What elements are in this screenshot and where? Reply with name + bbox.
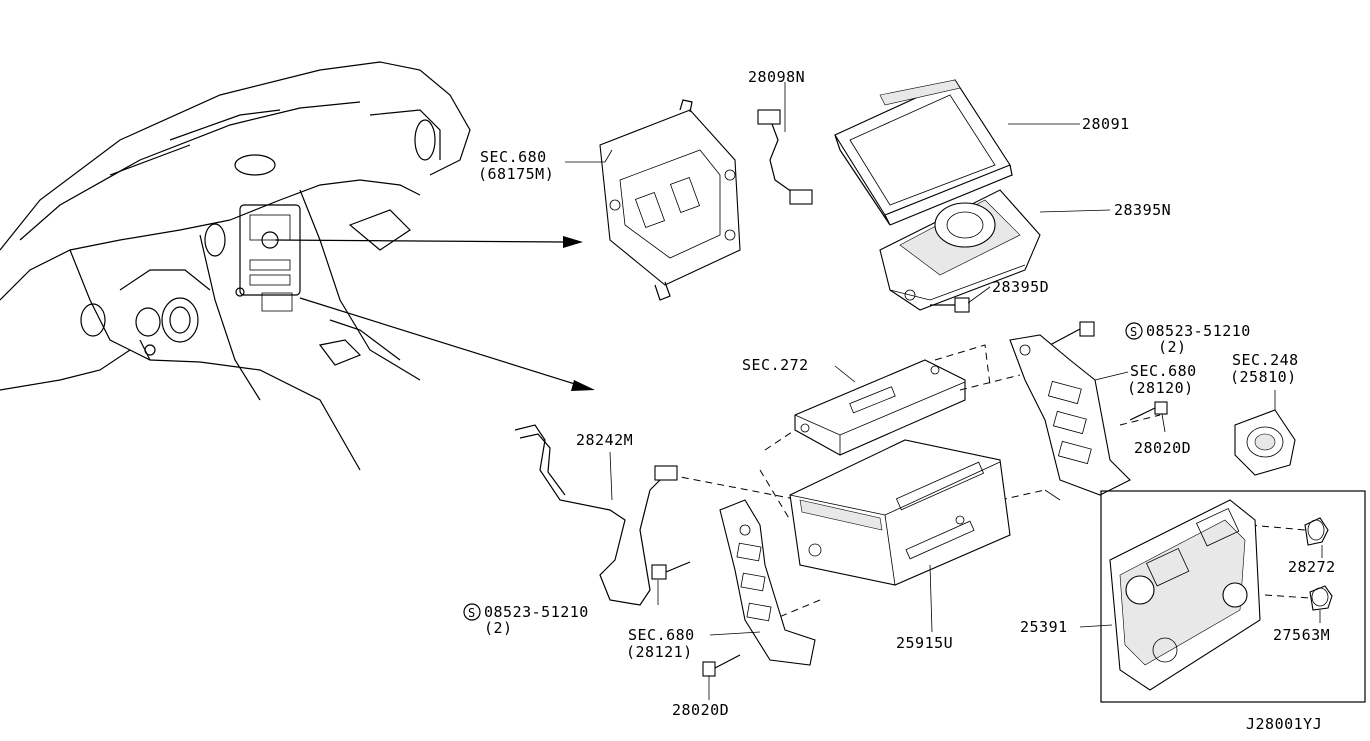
s-mark-top: S: [1125, 322, 1143, 340]
label-28395n: 28395N: [1114, 201, 1171, 219]
dashboard-illustration: [0, 61, 471, 471]
harness-28098n: [757, 82, 813, 205]
label-28020d-upper: 28020D: [1134, 439, 1191, 457]
callout-arrows: [274, 236, 595, 391]
screw-08523-top: [1049, 321, 1095, 346]
label-08523-top: 08523-51210: [1146, 322, 1251, 340]
label-28121: (28121): [626, 643, 693, 661]
bracket-68175m: [599, 99, 741, 301]
label-28242m: 28242M: [576, 431, 633, 449]
label-28395d: 28395D: [992, 278, 1049, 296]
label-68175m: (68175M): [478, 165, 554, 183]
label-25915u: 25915U: [896, 634, 953, 652]
label-sec272: SEC.272: [742, 356, 809, 374]
screw-28395d: [930, 286, 991, 313]
controller-28395n: [879, 189, 1111, 311]
bracket-28120: [1009, 334, 1131, 501]
label-qty-bottom: (2): [484, 619, 513, 637]
s-mark-bottom-text: S: [468, 606, 476, 620]
screw-28020d-upper: [1129, 401, 1168, 433]
head-unit-25915u: [789, 439, 1011, 633]
s-mark-top-text: S: [1130, 325, 1138, 339]
cable-28242m: [514, 424, 678, 606]
knob-27563m: [1309, 585, 1333, 623]
display-28091: [834, 79, 1080, 226]
label-28020d-lower: 28020D: [672, 701, 729, 719]
diagram-code: J28001YJ: [1246, 715, 1322, 733]
label-28091: 28091: [1082, 115, 1130, 133]
label-25810: (25810): [1230, 368, 1297, 386]
label-25391: 25391: [1020, 618, 1068, 636]
screw-28020d-lower: [702, 654, 741, 700]
label-qty-top: (2): [1158, 338, 1187, 356]
label-sec680-top: SEC.680: [480, 148, 547, 166]
leader-lines: [565, 149, 613, 163]
knob-28272: [1304, 517, 1329, 558]
screw-08523-bottom: [651, 561, 691, 605]
module-sec272: [794, 359, 966, 456]
bracket-28121: [709, 499, 816, 666]
label-sec680-bottom: SEC.680: [628, 626, 695, 644]
label-27563m: 27563M: [1273, 626, 1330, 644]
s-mark-bottom: S: [463, 603, 481, 621]
label-28098n: 28098N: [748, 68, 805, 86]
label-08523-bottom: 08523-51210: [484, 603, 589, 621]
part-sec248: [1234, 390, 1296, 476]
label-sec248: SEC.248: [1232, 351, 1299, 369]
panel-25391: [1079, 490, 1366, 703]
label-28120: (28120): [1127, 379, 1194, 397]
label-28272: 28272: [1288, 558, 1336, 576]
label-sec680-right: SEC.680: [1130, 362, 1197, 380]
